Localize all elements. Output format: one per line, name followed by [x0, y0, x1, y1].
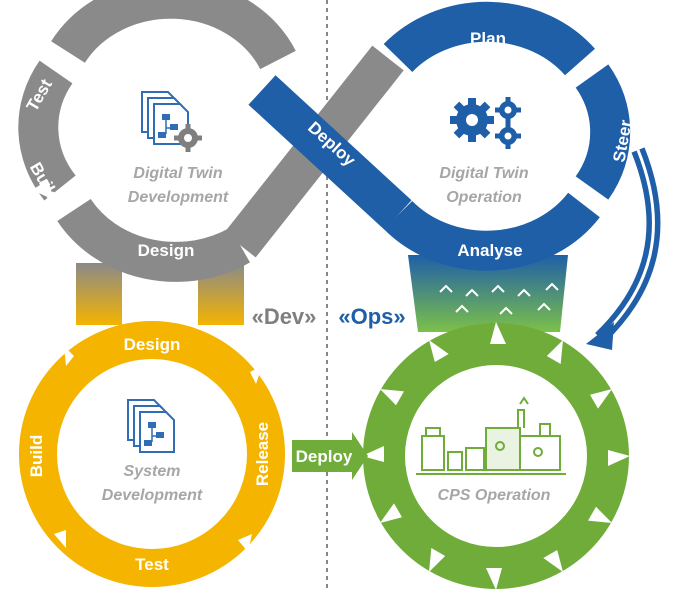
dt-operation-title-line1: Digital Twin	[439, 165, 528, 182]
sys-development-ring	[19, 321, 285, 587]
documents-icon	[127, 399, 175, 453]
deploy-arrow	[292, 432, 368, 480]
dt-operation-ring	[248, 1, 661, 350]
dev-label: «Dev»	[252, 304, 317, 329]
segment-test-yellow: Test	[135, 555, 169, 574]
segment-analyse-blue: Analyse	[457, 241, 522, 260]
cps-operation-ring	[362, 322, 630, 589]
cps-operation-title: CPS Operation	[438, 487, 551, 504]
segment-build-yellow: Build	[27, 435, 46, 478]
sys-development-title-line2: Development	[102, 487, 203, 504]
machine-icon	[416, 396, 566, 475]
segment-plan-blue: Plan	[470, 29, 506, 48]
funnel-chevrons	[439, 282, 559, 315]
segment-design-yellow: Design	[124, 335, 181, 354]
dt-operation-title-line2: Operation	[446, 189, 522, 206]
segment-release-gray: Release	[136, 29, 200, 48]
gears-icon	[450, 97, 521, 149]
deploy-arrow-label: Deploy	[296, 447, 353, 466]
gray-to-yellow-connectors	[76, 263, 244, 325]
documents-gear-icon	[141, 91, 202, 152]
sys-development-title-line1: System	[124, 463, 181, 480]
segment-release-yellow: Release	[253, 422, 272, 486]
ops-label: «Ops»	[338, 304, 405, 329]
blue-to-green-funnel	[408, 255, 568, 332]
dt-development-title-line2: Development	[128, 189, 229, 206]
segment-design-gray: Design	[138, 241, 195, 260]
dt-development-title-line1: Digital Twin	[133, 165, 222, 182]
